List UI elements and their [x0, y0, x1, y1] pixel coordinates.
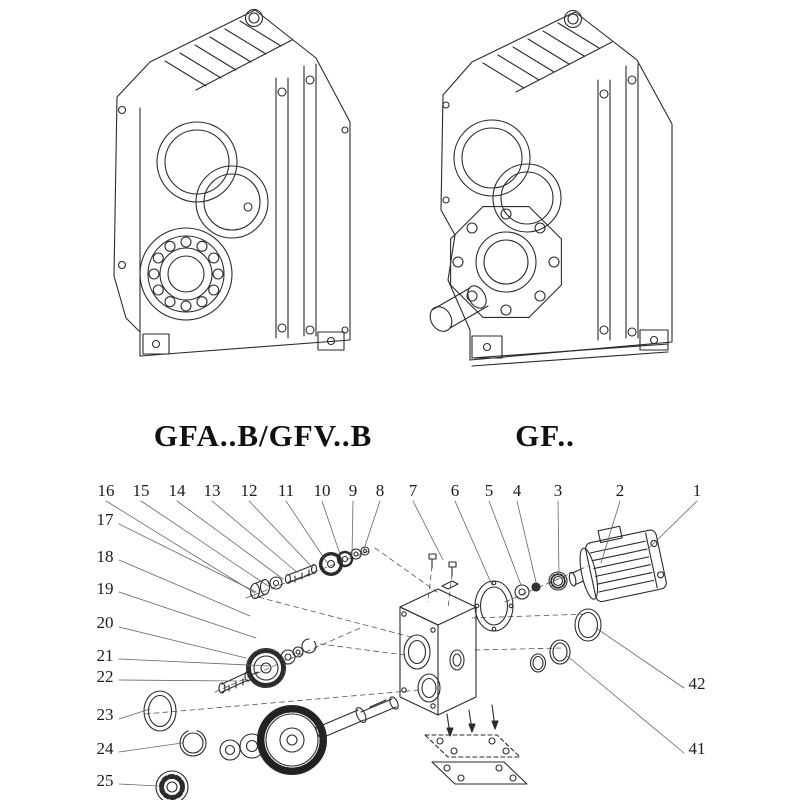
- part-input-shaft-assembly: [249, 546, 370, 600]
- callout-12: 12: [240, 481, 258, 500]
- callout-13: 13: [203, 481, 221, 500]
- callout-25: 25: [96, 771, 114, 790]
- callout-7: 7: [408, 481, 418, 500]
- callout-19: 19: [96, 579, 114, 598]
- gearbox-right-drawing: [429, 9, 673, 367]
- callout-8: 8: [375, 481, 385, 500]
- callout-2: 2: [615, 481, 625, 500]
- callout-4: 4: [512, 481, 522, 500]
- callout-5: 5: [484, 481, 494, 500]
- model-label-right: GF..: [515, 418, 575, 453]
- callout-21: 21: [96, 646, 114, 665]
- callout-9: 9: [348, 481, 358, 500]
- callout-41: 41: [688, 739, 706, 758]
- callout-24: 24: [96, 739, 114, 758]
- part-motor-side: [474, 571, 602, 673]
- callout-17: 17: [96, 510, 114, 529]
- callout-1: 1: [692, 481, 702, 500]
- callout-14: 14: [168, 481, 186, 500]
- part-output-gear-assembly: [143, 690, 399, 800]
- gearbox-left-drawing: [113, 8, 351, 357]
- model-label-left: GFA..B/GFV..B: [153, 418, 373, 453]
- callout-23: 23: [96, 705, 114, 724]
- callout-15: 15: [132, 481, 150, 500]
- part-housing: [399, 553, 477, 716]
- part-intermediate-gear-assembly: [218, 638, 317, 694]
- callout-11: 11: [277, 481, 295, 500]
- callout-6: 6: [450, 481, 460, 500]
- callout-20: 20: [96, 613, 114, 632]
- callout-3: 3: [553, 481, 563, 500]
- callout-16: 16: [97, 481, 115, 500]
- part-motor: [568, 525, 667, 603]
- leader-lines: [105, 500, 698, 787]
- callout-18: 18: [96, 547, 114, 566]
- part-mounting-plates: [424, 704, 528, 785]
- callout-22: 22: [96, 667, 114, 686]
- callout-42: 42: [688, 674, 706, 693]
- callout-10: 10: [313, 481, 331, 500]
- exploded-view: [143, 525, 667, 800]
- construction-lines: [144, 547, 589, 715]
